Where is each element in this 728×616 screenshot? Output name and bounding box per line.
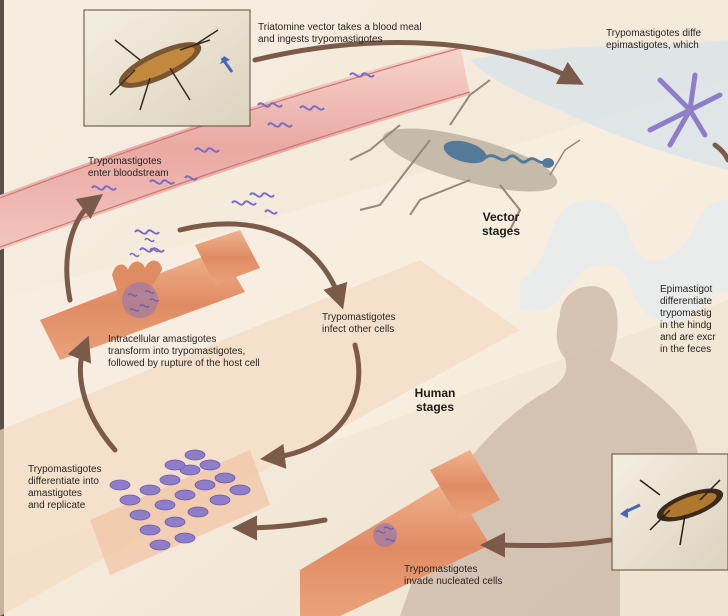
label-line: Trypomastigotes bbox=[88, 156, 162, 167]
vector-photo-top bbox=[83, 9, 251, 127]
label-epimastigotes-hindgut: Epimastigot differentiate trypomastig in… bbox=[660, 284, 716, 356]
label-line: infect other cells bbox=[322, 324, 395, 335]
label-line: Trypomastigotes bbox=[28, 464, 102, 475]
bloodstream-parasites bbox=[91, 72, 375, 253]
amastigote-muscle-cell bbox=[90, 449, 270, 575]
stage-title-line: Vector bbox=[482, 210, 520, 224]
vector-stages-title: Vector stages bbox=[466, 210, 536, 238]
label-line: amastigotes bbox=[28, 488, 82, 499]
label-line: Epimastigot bbox=[660, 284, 713, 295]
vector-bug-silhouette bbox=[349, 79, 581, 231]
label-line: Triatomine vector takes a blood meal bbox=[258, 22, 422, 33]
label-line: differentiate bbox=[660, 296, 713, 307]
label-line: and ingests trypomastigotes bbox=[258, 34, 383, 45]
left-edge bbox=[0, 0, 4, 616]
infected-muscle-cell bbox=[40, 230, 260, 360]
lifecycle-arrows bbox=[64, 40, 728, 558]
vector-photo-bottom bbox=[611, 453, 728, 571]
label-differentiate-replicate: Trypomastigotes differentiate into amast… bbox=[28, 464, 102, 512]
label-line: in the hindg bbox=[660, 320, 712, 331]
label-invade-nucleated-cells: Trypomastigotes invade nucleated cells bbox=[404, 564, 502, 588]
label-line: and replicate bbox=[28, 500, 86, 511]
label-line: enter bloodstream bbox=[88, 168, 169, 179]
label-line: invade nucleated cells bbox=[404, 576, 503, 587]
label-enter-bloodstream: Trypomastigotes enter bloodstream bbox=[88, 156, 169, 180]
human-stages-title: Human stages bbox=[400, 386, 470, 414]
label-line: Trypomastigotes bbox=[404, 564, 478, 575]
parasite-shadow bbox=[520, 200, 728, 323]
vessel-wall-bottom bbox=[0, 91, 471, 248]
label-line: transform into trypomastigotes, bbox=[108, 346, 246, 357]
label-line: epimastigotes, which bbox=[606, 40, 699, 51]
label-line: Trypomastigotes diffe bbox=[606, 28, 702, 39]
stage-title-line: Human bbox=[414, 386, 456, 400]
label-line: Intracellular amastigotes bbox=[108, 334, 217, 345]
label-line: followed by rupture of the host cell bbox=[108, 358, 260, 369]
label-blood-meal: Triatomine vector takes a blood meal and… bbox=[258, 22, 422, 46]
label-intracellular-amastigotes: Intracellular amastigotes transform into… bbox=[108, 334, 260, 370]
label-line: Trypomastigotes bbox=[322, 312, 396, 323]
invaded-muscle-cell bbox=[300, 450, 500, 616]
vessel-wall-top bbox=[0, 47, 461, 199]
stage-title-line: stages bbox=[415, 400, 455, 414]
label-line: in the feces bbox=[660, 344, 712, 355]
stage-title-line: stages bbox=[481, 224, 521, 238]
vector-gut-region bbox=[470, 40, 728, 170]
blood-vessel bbox=[0, 45, 470, 250]
label-line: differentiate into bbox=[28, 476, 99, 487]
label-line: and are excr bbox=[660, 332, 716, 343]
epimastigote-cluster bbox=[647, 72, 723, 148]
label-line: trypomastig bbox=[660, 308, 712, 319]
label-epimastigote-differentiation: Trypomastigotes diffe epimastigotes, whi… bbox=[606, 28, 701, 52]
label-infect-other-cells: Trypomastigotes infect other cells bbox=[322, 312, 396, 336]
